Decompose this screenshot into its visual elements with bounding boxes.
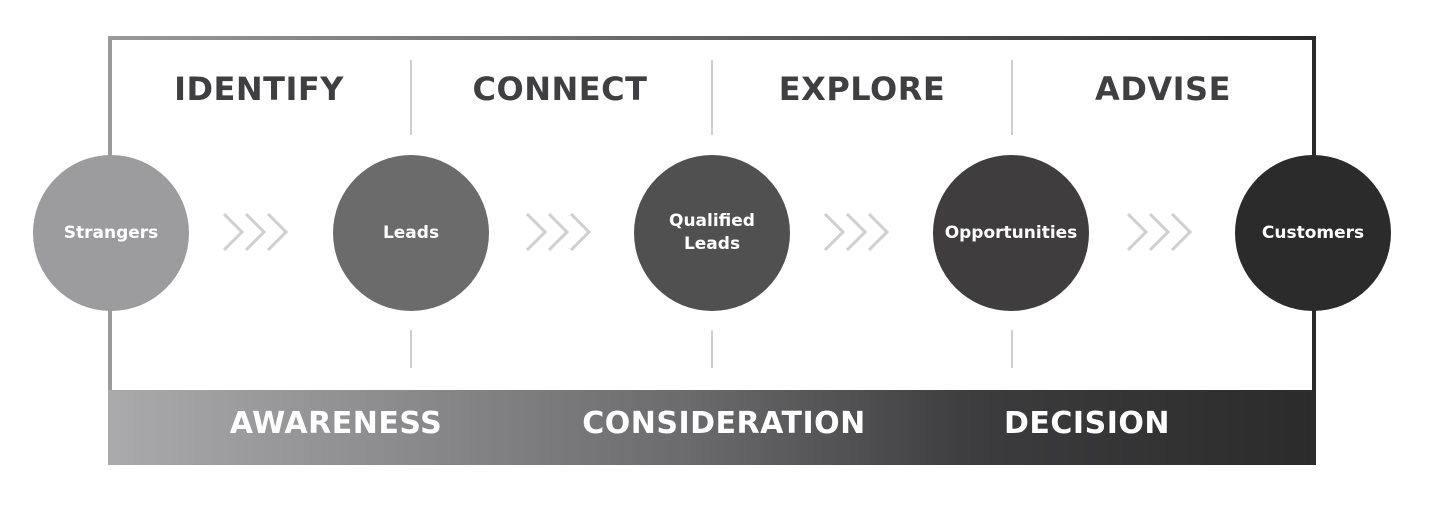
stage-identify: IDENTIFY — [174, 70, 344, 108]
node-label: Customers — [1261, 222, 1365, 243]
node-leads: Leads — [333, 155, 489, 311]
node-strangers: Strangers — [33, 155, 189, 311]
stage-advise: ADVISE — [1095, 70, 1231, 108]
stage-explore: EXPLORE — [778, 70, 946, 108]
phase-consideration: CONSIDERATION — [582, 406, 866, 441]
node-label: Opportunities — [944, 222, 1078, 243]
node-label: Leads — [382, 222, 440, 243]
stage-divider — [1011, 60, 1013, 135]
stage-divider — [711, 330, 713, 368]
stage-connect: CONNECT — [472, 70, 648, 108]
chevron-arrows-icon — [525, 212, 592, 252]
node-label: Qualified Leads — [669, 211, 755, 254]
phase-decision: DECISION — [1004, 406, 1170, 441]
phase-awareness: AWARENESS — [229, 406, 443, 441]
chevron-arrows-icon — [823, 212, 890, 252]
node-opportunities: Opportunities — [933, 155, 1089, 311]
node-customers: Customers — [1235, 155, 1391, 311]
stage-divider — [410, 330, 412, 368]
stage-divider — [1011, 330, 1013, 368]
stage-divider — [711, 60, 713, 135]
stage-divider — [410, 60, 412, 135]
chevron-arrows-icon — [1126, 212, 1193, 252]
phase-bar — [108, 390, 1316, 465]
node-label: Strangers — [63, 222, 159, 243]
chevron-arrows-icon — [222, 212, 289, 252]
node-qualified-leads: Qualified Leads — [634, 155, 790, 311]
